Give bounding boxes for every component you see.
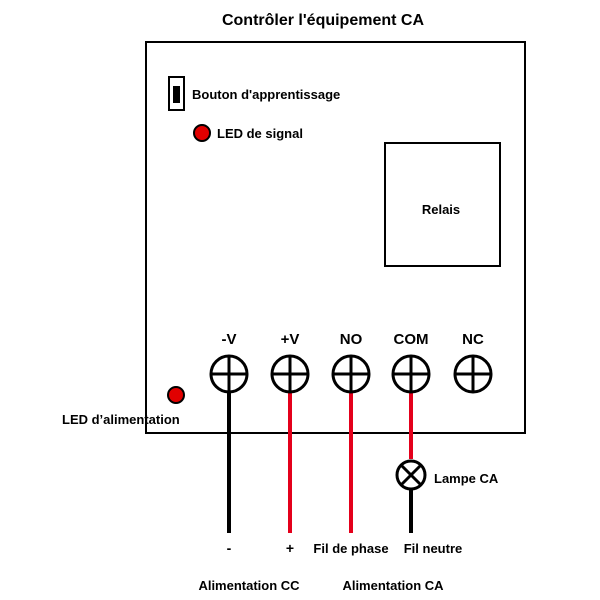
ac-lamp-icon [395,459,427,491]
ac-lamp-label: Lampe CA [434,471,499,486]
power-led-label: LED d’alimentation [62,412,180,427]
terminal-label-plus-v: +V [281,331,300,348]
terminal-screw-no [331,354,371,394]
signal-led-label: LED de signal [217,126,303,141]
diagram-title: Contrôler l'équipement CA [222,12,424,29]
signal-led [193,124,211,142]
ac-supply-label: Alimentation CA [342,578,444,593]
terminal-label-minus-v: -V [222,331,237,348]
terminal-label-com: COM [394,331,429,348]
relay-label: Relais [422,202,460,217]
wire-label-plus: + [286,540,294,556]
learn-button-label: Bouton d'apprentissage [192,87,340,102]
terminal-label-nc: NC [462,331,484,348]
relay-box [384,142,501,267]
wire-label-phase: Fil de phase [313,541,388,556]
wire-label-neutral: Fil neutre [404,541,463,556]
learn-button[interactable] [168,76,185,111]
power-led [167,386,185,404]
terminal-screw-com [391,354,431,394]
terminal-screw-plus-v [270,354,310,394]
dc-supply-label: Alimentation CC [198,578,300,593]
terminal-screw-nc [453,354,493,394]
wire-label-minus: - [227,540,232,556]
terminal-screw-minus-v [209,354,249,394]
terminal-label-no: NO [340,331,363,348]
